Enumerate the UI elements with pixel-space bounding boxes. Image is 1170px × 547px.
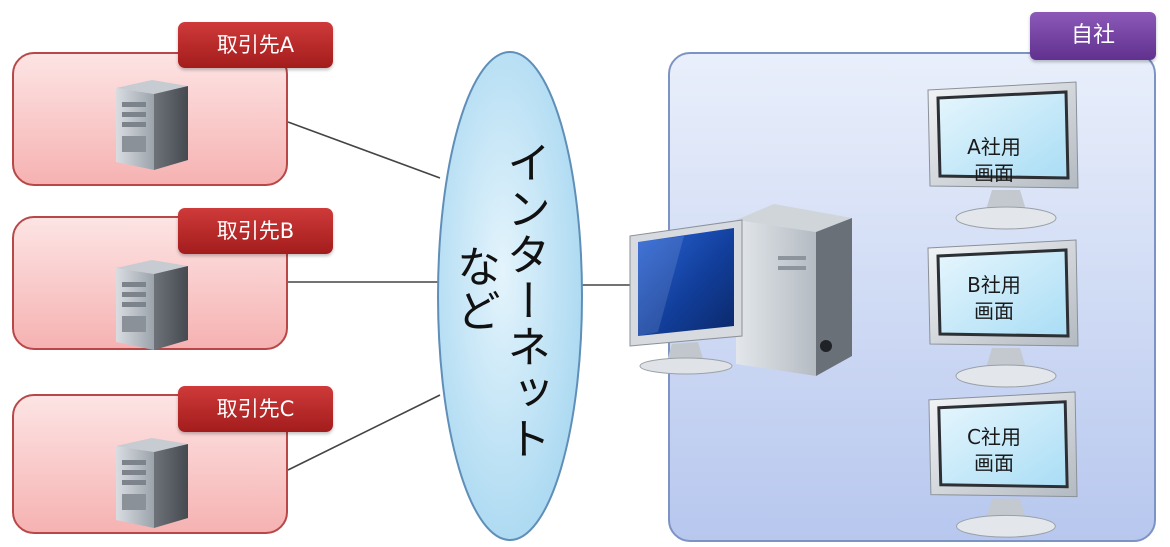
partner-a-tag: 取引先A bbox=[178, 22, 333, 68]
link-partner-a bbox=[287, 121, 441, 179]
screen-a-label: A社用 画面 bbox=[944, 134, 1044, 186]
screen-b-label: B社用 画面 bbox=[944, 272, 1044, 324]
partner-b-tag: 取引先B bbox=[178, 208, 333, 254]
internet-cloud bbox=[437, 51, 583, 541]
screen-a-line1: A社用 bbox=[967, 135, 1021, 159]
partner-c-tag: 取引先C bbox=[178, 386, 333, 432]
company-tag: 自社 bbox=[1030, 12, 1156, 60]
desktop-pc-icon bbox=[629, 204, 852, 376]
link-partner-c bbox=[287, 394, 441, 471]
screen-b-line2: 画面 bbox=[974, 299, 1014, 323]
monitor-icon bbox=[927, 81, 1079, 230]
server-icon bbox=[116, 80, 188, 170]
screen-c-label: C社用 画面 bbox=[944, 424, 1044, 476]
internet-label: インターネット bbox=[499, 140, 550, 462]
monitor-icon bbox=[928, 391, 1078, 538]
screen-b-line1: B社用 bbox=[967, 273, 1021, 297]
server-icon bbox=[116, 260, 188, 350]
server-icon bbox=[116, 438, 188, 528]
screen-c-line2: 画面 bbox=[974, 451, 1014, 475]
screen-a-line2: 画面 bbox=[974, 161, 1014, 185]
internet-label-sub: など bbox=[449, 244, 500, 332]
monitor-icon bbox=[927, 239, 1079, 388]
screen-c-line1: C社用 bbox=[967, 425, 1021, 449]
